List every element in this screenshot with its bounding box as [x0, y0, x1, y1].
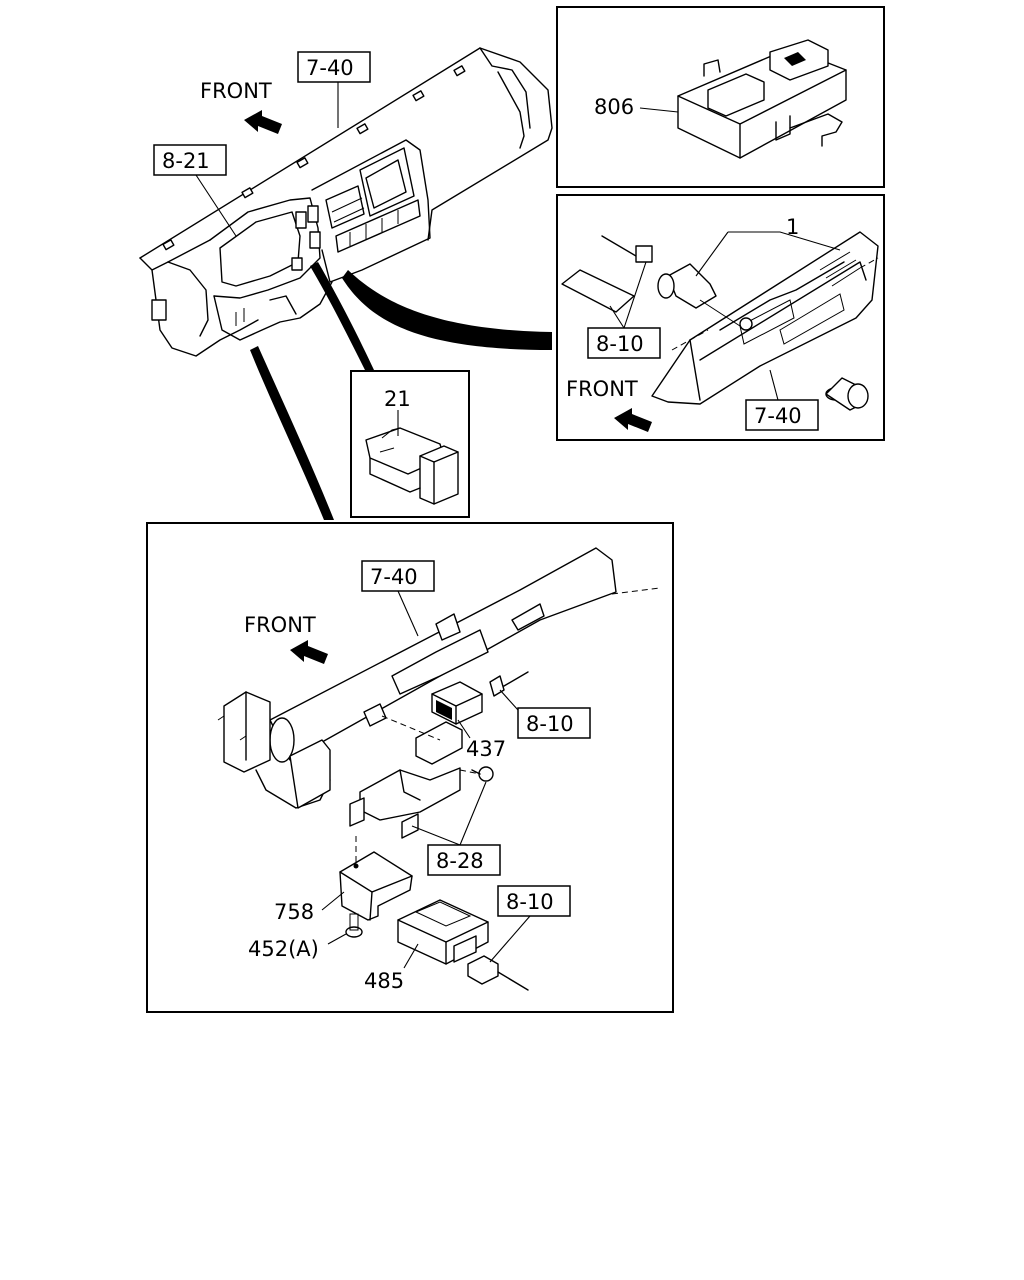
part-758-label: 758: [274, 900, 314, 924]
ref-7-40-right-text: 7-40: [754, 404, 802, 428]
ref-8-10-bottom-b-text: 8-10: [506, 890, 554, 914]
front-label-inset-bottom: FRONT: [244, 613, 316, 637]
front-label-main: FRONT: [200, 79, 272, 103]
front-arrow-main: FRONT: [200, 79, 282, 134]
part-21-label: 21: [384, 387, 411, 411]
part-485: [397, 899, 489, 965]
inset-part-21: 21: [350, 370, 470, 518]
inset-crossbar: 7-40 FRONT 8-10 437 8-28 758 452(A) 8-10…: [146, 522, 674, 1013]
part-485-label: 485: [364, 969, 404, 993]
ref-8-10-right-text: 8-10: [596, 332, 644, 356]
part-1-label: 1: [786, 215, 799, 239]
dashboard-assembly: [139, 47, 553, 357]
ref-box-8-21: 8-21: [153, 144, 237, 237]
front-label-inset-right: FRONT: [566, 377, 638, 401]
part-806-label: 806: [594, 95, 634, 119]
ref-7-40-top-text: 7-40: [306, 56, 354, 80]
surface-tabs: [162, 65, 466, 251]
part-437-label: 437: [466, 737, 506, 761]
ref-8-28-text: 8-28: [436, 849, 484, 873]
ref-7-40-bottom-text: 7-40: [370, 565, 418, 589]
inset-part-1: 1 8-10 7-40 FRONT: [556, 194, 885, 441]
knob: [825, 377, 869, 411]
inset-806: 806: [556, 6, 885, 188]
ref-8-10-bottom-a-text: 8-10: [526, 712, 574, 736]
callout-connectors: [250, 262, 552, 520]
lighter: [657, 263, 741, 327]
part-758: [339, 851, 413, 921]
ref-8-21-text: 8-21: [162, 149, 210, 173]
ref-box-7-40-top: 7-40: [297, 51, 371, 128]
part-437: [431, 681, 483, 725]
part-452a-label: 452(A): [248, 937, 319, 961]
screw-452a: [345, 913, 363, 938]
